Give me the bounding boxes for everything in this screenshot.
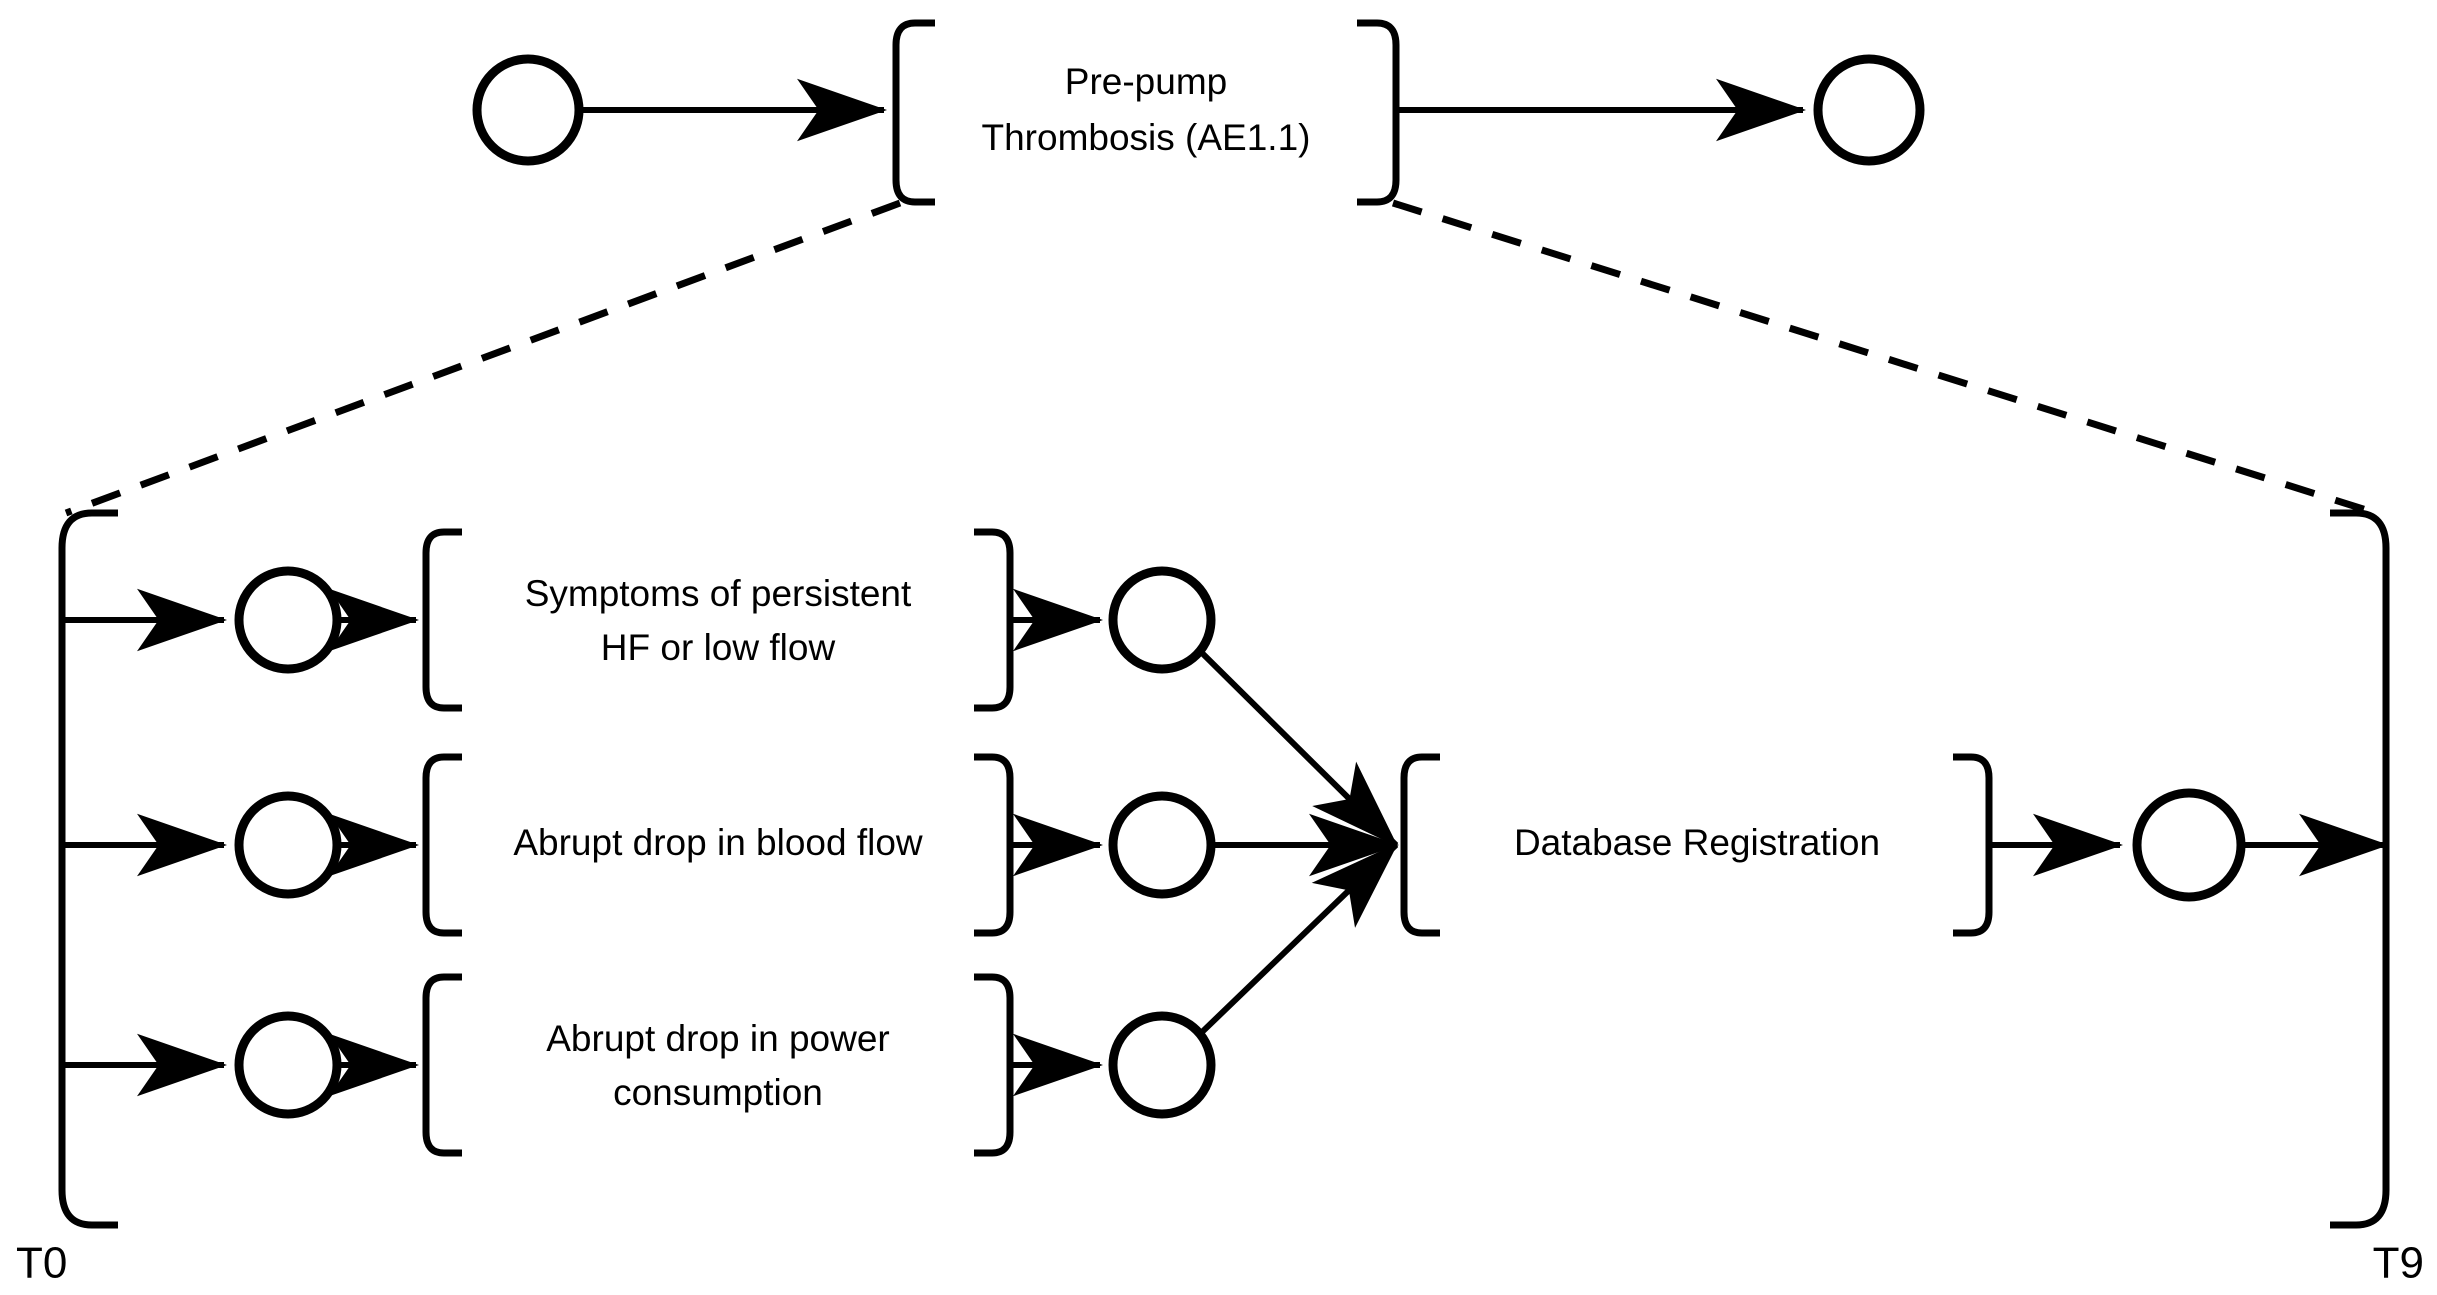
place-row2-observation[interactable] [234,791,342,899]
place-row3-result[interactable] [1108,1011,1216,1119]
row3-label-line1: Abrupt drop in power [546,1018,889,1059]
arc-row3-to-merge [1197,842,1399,1037]
refinement-dashed-right [1391,199,2378,517]
refinement-dashed-left [64,199,902,517]
place-end[interactable] [1813,54,1925,166]
place-row3-observation[interactable] [234,1011,342,1119]
prepump-right-bracket [1357,19,1400,206]
arc-row1-to-merge [1197,648,1399,848]
prepump-label-line1: Pre-pump [1065,61,1227,102]
prepump-left-bracket [892,19,935,206]
timeline-start-label: T0 [16,1239,67,1288]
database-registration-left-bracket [1400,753,1440,937]
place-row1-observation[interactable] [234,566,342,674]
row3-left-bracket [422,973,462,1157]
place-row1-result[interactable] [1108,566,1216,674]
place-start[interactable] [472,54,584,166]
expansion-right-bracket [2330,509,2390,1229]
row2-label-line1: Abrupt drop in blood flow [513,822,923,863]
timeline-end-label: T9 [2373,1239,2424,1288]
row2-right-bracket [974,753,1014,937]
row2-left-bracket [422,753,462,937]
database-registration-label: Database Registration [1514,822,1880,863]
database-registration-right-bracket [1953,753,1993,937]
row3-label-line2: consumption [613,1072,823,1113]
place-final[interactable] [2132,788,2246,902]
prepump-label-line2: Thrombosis (AE1.1) [982,117,1311,158]
place-row2-result[interactable] [1108,791,1216,899]
row3-right-bracket [974,973,1014,1157]
row1-label-line2: HF or low flow [601,627,836,668]
row1-left-bracket [422,528,462,712]
row1-label-line1: Symptoms of persistent [525,573,912,614]
expansion-left-bracket [58,509,118,1229]
row1-right-bracket [974,528,1014,712]
